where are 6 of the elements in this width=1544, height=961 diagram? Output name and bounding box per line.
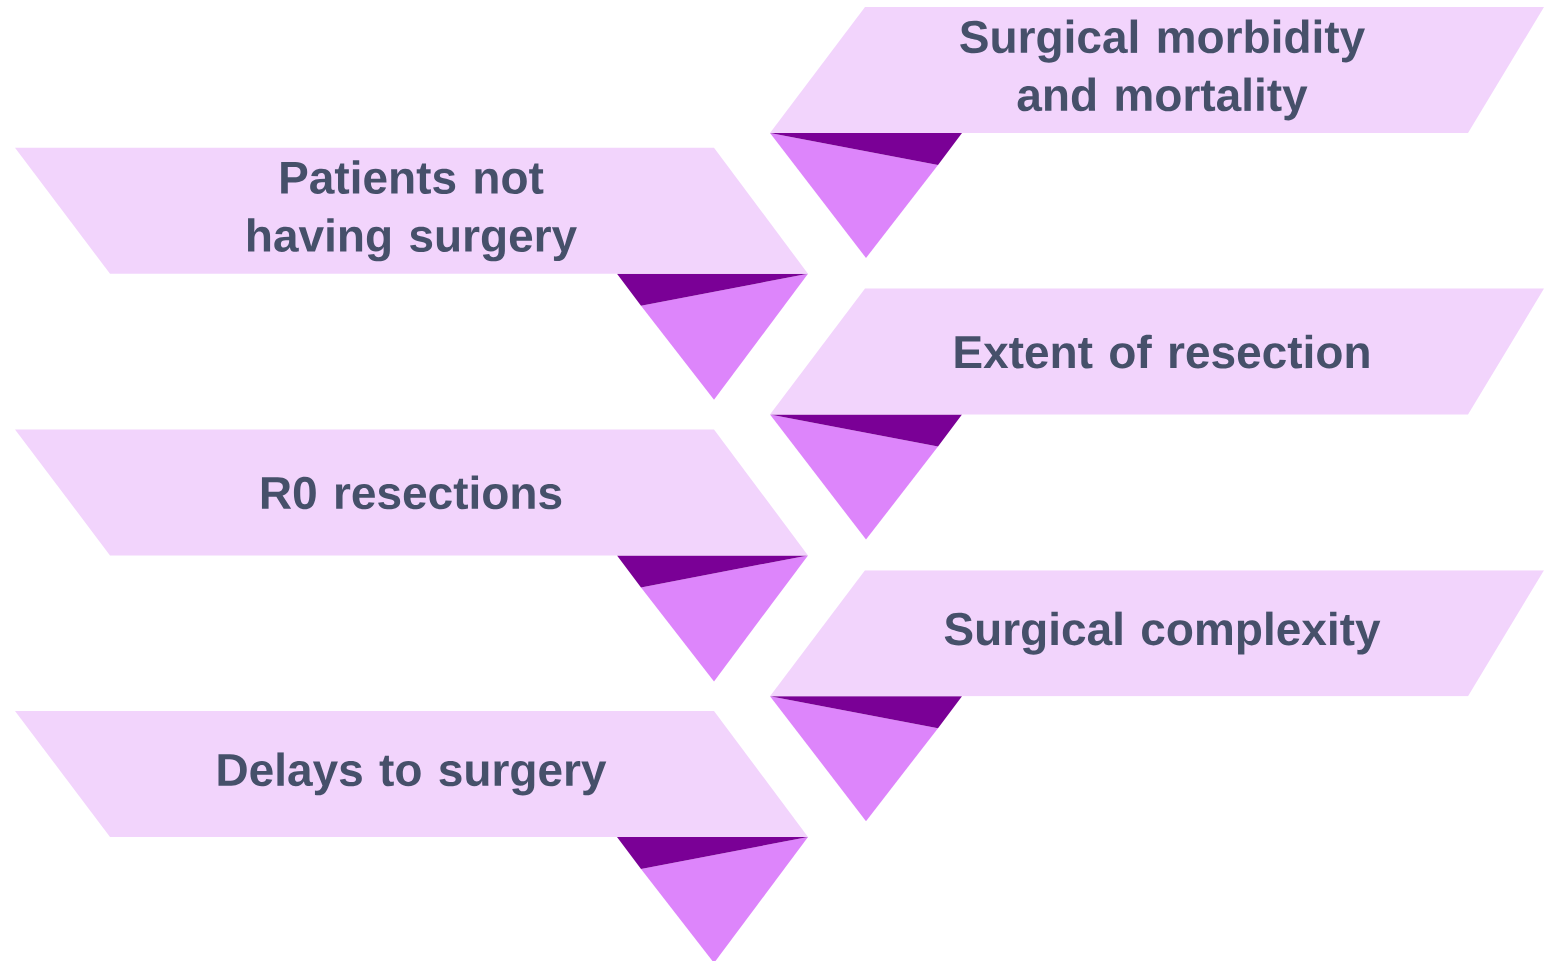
banner: Patients not having surgery	[15, 147, 808, 274]
banner: Surgical complexity	[770, 570, 1544, 697]
banner: Delays to surgery	[15, 711, 808, 837]
banner: R0 resections	[15, 429, 808, 556]
banner: Extent of resection	[770, 288, 1544, 415]
banner: Surgical morbidity and mortality	[770, 7, 1544, 133]
